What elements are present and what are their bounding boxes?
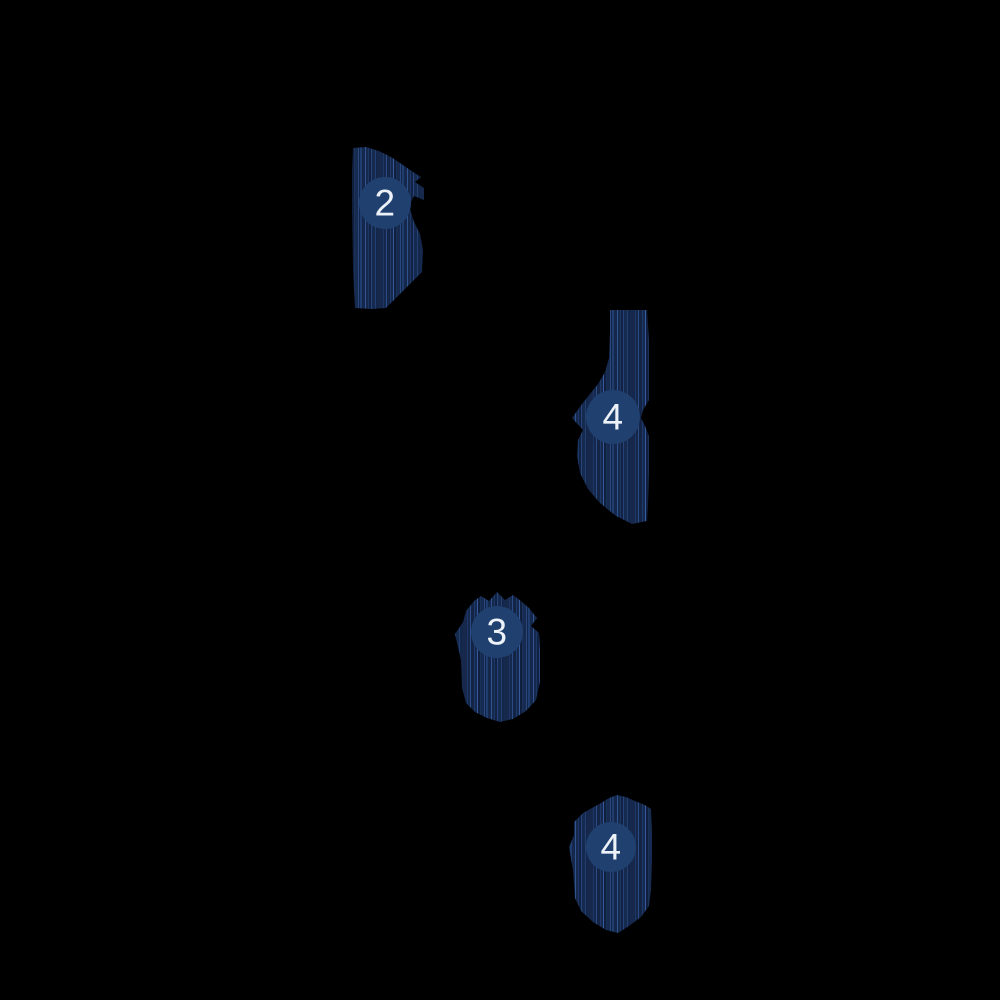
cluster-circle (359, 177, 411, 229)
cluster-marker-2[interactable]: 4 (572, 310, 649, 524)
cluster-circle (471, 606, 523, 658)
cluster-marker-1[interactable]: 2 (352, 147, 424, 309)
cluster-count: 3 (486, 612, 507, 653)
cluster-circle (586, 822, 636, 872)
cluster-marker-3[interactable]: 3 (455, 592, 540, 722)
cluster-count: 2 (374, 183, 395, 224)
cluster-count: 4 (600, 827, 621, 868)
cluster-count: 4 (602, 397, 623, 438)
cluster-circle (586, 390, 640, 444)
cluster-marker-4[interactable]: 4 (569, 795, 652, 933)
